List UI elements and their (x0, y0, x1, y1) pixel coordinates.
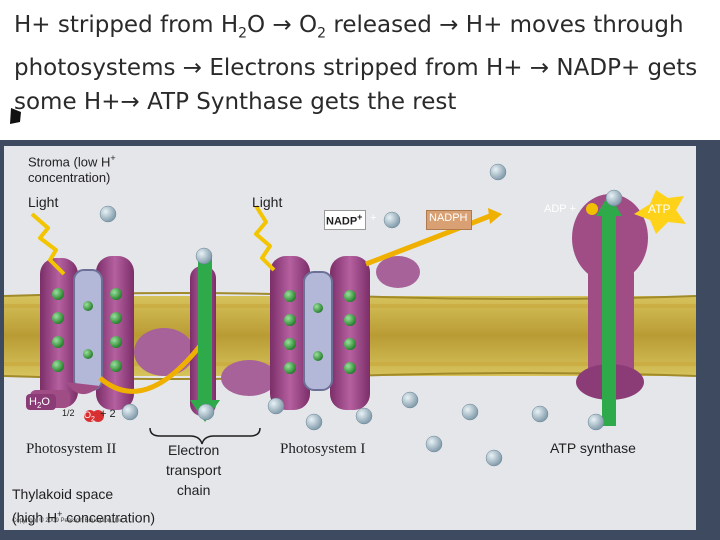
nadph-label: NADPH (429, 212, 468, 224)
arrow-icon: → (529, 54, 550, 81)
light-arrows (30, 204, 276, 276)
photosystem-ii-label: Photosystem II (26, 441, 117, 457)
atp-synthase-label: ATP synthase (550, 440, 636, 456)
atp-label: ATP (648, 202, 671, 216)
half-label: 1/2 (62, 408, 75, 418)
adp-label: ADP + (544, 203, 576, 215)
electron-flow-arrows (98, 213, 491, 394)
plus-2h-label: + 2 (100, 408, 116, 420)
nadp-label: NADP+ (326, 212, 363, 228)
o2-label: O2 (84, 410, 95, 423)
etc-label: Electron transport chain (166, 442, 222, 498)
light-label-center: Light (252, 194, 283, 210)
nadph-box (426, 210, 472, 230)
h2o-label: H2O (29, 396, 50, 411)
photosystem-i-label: Photosystem I (280, 441, 366, 457)
arrow-icon: → (120, 88, 140, 115)
photosystem-ii-complex (30, 256, 134, 410)
slide-header (0, 0, 720, 140)
etc-bracket (149, 427, 261, 445)
h-ion-markers (99, 163, 623, 467)
stroma-label: Stroma (low H+ concentration) (28, 153, 116, 186)
photosystem-i-complex (270, 256, 420, 410)
plus-sign: + (370, 212, 377, 224)
slide-title: H+ stripped from H2O → O2 released → H+ … (14, 12, 698, 115)
copyright-text: Copyright © 2009 Pearson Education, Inc. (12, 518, 125, 524)
photosynthesis-diagram: Stroma (low H+ concentration) Light Ligh… (4, 146, 696, 530)
thylakoid-space-label: Thylakoid space (high H+ concentration) (12, 486, 156, 526)
nadp-box (324, 210, 366, 230)
light-label-left: Light (28, 194, 59, 210)
arrow-icon: → (439, 12, 459, 38)
diagram-illustration (4, 163, 696, 467)
atp-synthase-complex (572, 194, 648, 426)
arrow-icon: → (182, 54, 203, 81)
arrow-icon: → (272, 12, 292, 38)
bullet-icon (10, 108, 21, 124)
